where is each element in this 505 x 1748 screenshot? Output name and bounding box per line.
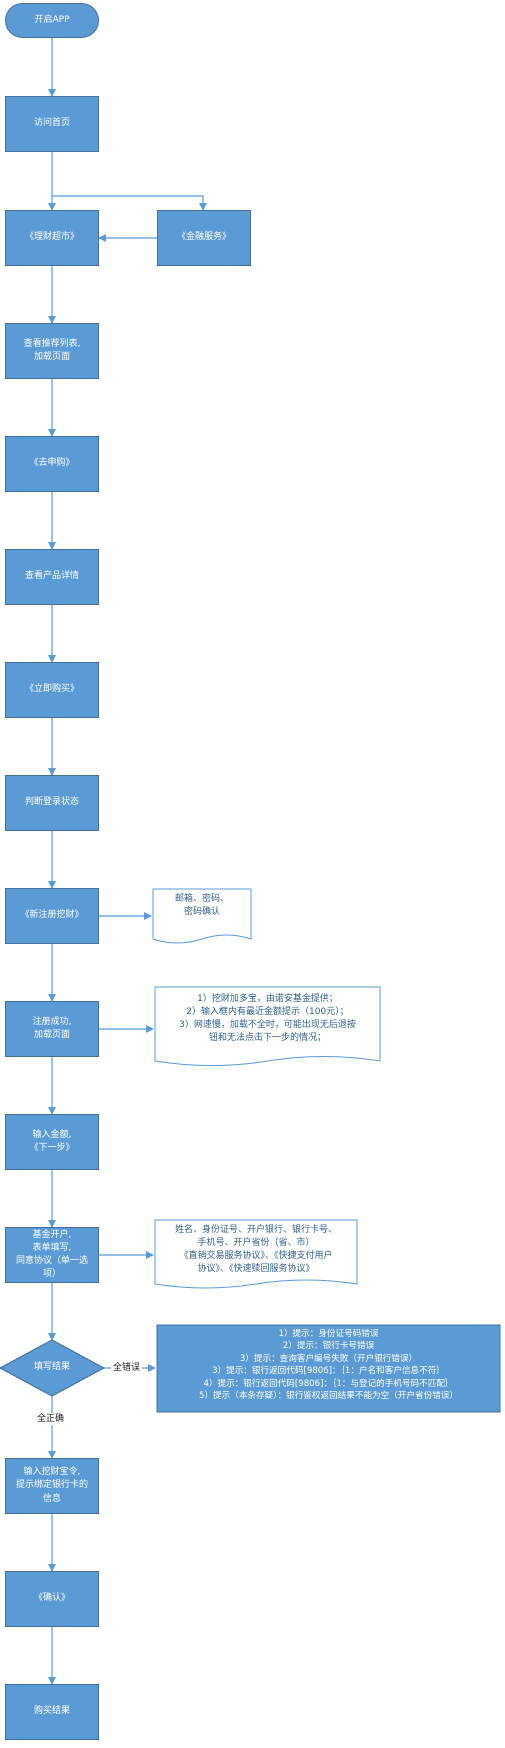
all-wrong-label: 全错误 (111, 1362, 143, 1374)
note-shape-success (154, 986, 381, 1066)
wealth-market-node: 《理财超市》 (5, 210, 99, 266)
input-amount-node: 输入金额, 《下一步》 (5, 1114, 99, 1170)
register-tips-note: 1）挖财加多宝，由诺安基金提供； 2）输入框内有最近金额提示（100元）； 3）… (179, 994, 356, 1044)
visit-home-node: 访问首页 (5, 96, 99, 152)
register-success-node: 注册成功, 加载页面 (5, 1001, 99, 1057)
purchase-result-node: 购买结果 (5, 1684, 99, 1740)
enter-password-node: 输入挖财宝令, 提示绑定银行卡的 信息 (5, 1458, 99, 1514)
note-shape-account (154, 1219, 358, 1289)
note-shape-errors (156, 1324, 501, 1413)
account-fields-note: 姓名、身份证号、开户银行、银行卡号、 手机号、开户省份（省、市） 《直销交易服务… (174, 1225, 337, 1275)
errors-note: 1）提示：身份证号码错误 2）提示：银行卡号错误 3）提示：查询客户编号失败（开… (199, 1329, 458, 1402)
note-shape-register (152, 888, 252, 944)
register-fields-note: 邮箱、密码、 密码确认 (174, 894, 229, 918)
view-detail-node: 查看产品详情 (5, 549, 99, 605)
financial-service-node: 《金融服务》 (157, 210, 251, 266)
confirm-node: 《确认》 (5, 1571, 99, 1627)
check-login-node: 判断登录状态 (5, 775, 99, 831)
fill-result-label: 填写结果 (33, 1362, 70, 1373)
edge-visit-service (52, 195, 207, 211)
decision-diamond (0, 1339, 106, 1397)
register-node: 《新注册挖财》 (5, 888, 99, 944)
view-list-node: 查看推荐列表, 加载页面 (5, 323, 99, 379)
fund-account-node: 基金开户, 表单填写, 同意协议（单一选 项） (5, 1227, 99, 1283)
buy-now-node: 《立即购买》 (5, 662, 99, 718)
start-node: 开启APP (5, 3, 99, 38)
all-correct-label: 全正确 (35, 1413, 67, 1425)
go-subscribe-node: 《去申购》 (5, 436, 99, 492)
